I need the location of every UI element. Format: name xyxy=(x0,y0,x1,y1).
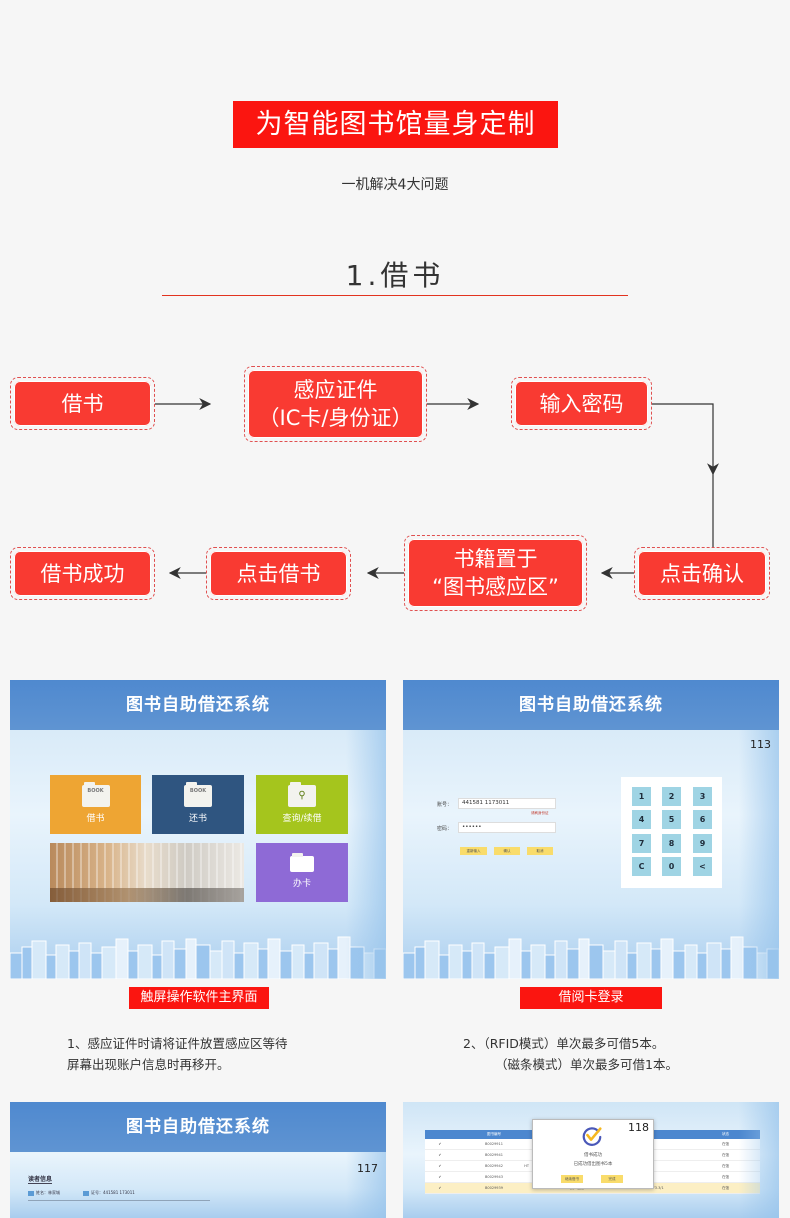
password-label: 密码： xyxy=(437,826,453,832)
numeric-keypad: 1 2 3 4 5 6 7 8 9 C 0 < xyxy=(621,777,722,888)
search-icon: ⚲ xyxy=(288,782,316,807)
account-hint: 请刷身份证 xyxy=(531,811,549,815)
flow-step-click-borrow: 点击借书 xyxy=(206,547,351,600)
system-title: 图书自助借还系统 xyxy=(403,680,779,730)
reset-button[interactable]: 重新输入 xyxy=(460,847,487,855)
flow-step-enter-password: 输入密码 xyxy=(511,377,652,430)
flow-step-label: （IC卡/身份证） xyxy=(258,406,413,430)
flow-step-click-confirm: 点击确认 xyxy=(634,547,770,600)
flow-step-label: 借书 xyxy=(61,391,104,416)
user-icon xyxy=(28,1190,34,1196)
tile-label: 借书 xyxy=(86,814,105,824)
main-menu-screen: 图书自助借还系统 BOOK 借书 BOOK 还书 ⚲ 查询/续借 办卡 xyxy=(10,680,386,979)
hero-subtitle: 一机解决4大问题 xyxy=(341,177,449,193)
book-folder-icon: BOOK xyxy=(81,782,110,807)
borrow-success-dialog: 118 借书成功 已成功借出图书5本 继续借书 完成 xyxy=(532,1119,654,1189)
flow-step-place-book: 书籍置于 “图书感应区” xyxy=(404,535,587,611)
key-7[interactable]: 7 xyxy=(632,834,651,853)
desc-left: 1、感应证件时请将证件放置感应区等待 屏幕出现账户信息时再移开。 xyxy=(67,1033,287,1075)
continue-borrow-button[interactable]: 继续借书 xyxy=(561,1175,583,1183)
book-folder-icon: BOOK xyxy=(184,782,212,807)
system-title: 图书自助借还系统 xyxy=(10,1102,386,1152)
col-header xyxy=(425,1130,455,1139)
hero-banner: 为智能图书馆量身定制 xyxy=(233,101,558,148)
books-decoration xyxy=(403,936,779,979)
confirm-button[interactable]: 确认 xyxy=(494,847,520,855)
tile-apply-card[interactable]: 办卡 xyxy=(256,843,348,902)
library-photo xyxy=(50,843,244,902)
key-backspace[interactable]: < xyxy=(693,857,712,876)
flow-arrows xyxy=(155,398,719,579)
flow-step-label: 输入密码 xyxy=(539,391,624,416)
key-6[interactable]: 6 xyxy=(693,810,712,829)
account-input[interactable]: 441581 1173011 xyxy=(458,798,556,809)
key-8[interactable]: 8 xyxy=(662,834,681,853)
flow-step-scan-card: 感应证件 （IC卡/身份证） xyxy=(244,366,427,442)
borrow-result-screen: 图书编号 状态 ✔ B0029911 在馆 ✔ B0029941 在馆 ✔ B0… xyxy=(403,1102,779,1218)
section-title: 1.借书 xyxy=(345,259,445,292)
key-clear[interactable]: C xyxy=(632,857,651,876)
section-divider xyxy=(162,295,628,296)
screen-counter: 117 xyxy=(357,1162,378,1175)
flow-step-label: 借书成功 xyxy=(40,561,125,586)
success-check-icon xyxy=(582,1127,602,1146)
flow-step-label: 感应证件 xyxy=(293,378,378,402)
dialog-title: 借书成功 xyxy=(584,1153,602,1158)
key-9[interactable]: 9 xyxy=(693,834,712,853)
tile-borrow[interactable]: BOOK 借书 xyxy=(50,775,141,834)
tile-label: 还书 xyxy=(188,814,207,824)
key-0[interactable]: 0 xyxy=(662,857,681,876)
key-4[interactable]: 4 xyxy=(632,810,651,829)
reader-info-title: 读者信息 xyxy=(28,1176,53,1184)
col-header: 状态 xyxy=(722,1132,729,1136)
tile-return[interactable]: BOOK 还书 xyxy=(152,775,244,834)
tile-label: 办卡 xyxy=(292,879,311,889)
flow-step-label: “图书感应区” xyxy=(432,575,559,599)
reader-name: 姓名：林家城 xyxy=(28,1190,60,1196)
arrow-3 xyxy=(652,403,719,476)
key-3[interactable]: 3 xyxy=(693,787,712,806)
id-card-icon xyxy=(83,1190,89,1196)
reader-card: 证号：441581 173011 xyxy=(83,1190,135,1196)
cancel-button[interactable]: 取消 xyxy=(527,847,553,855)
tile-search-renew[interactable]: ⚲ 查询/续借 xyxy=(256,775,348,834)
key-2[interactable]: 2 xyxy=(662,787,681,806)
account-label: 账号： xyxy=(437,802,453,808)
login-screen: 图书自助借还系统 113 账号： 441581 1173011 请刷身份证 密码… xyxy=(403,680,779,979)
flow-step-label: 点击借书 xyxy=(236,561,321,586)
reader-divider xyxy=(28,1200,210,1201)
reader-info-screen: 图书自助借还系统 117 读者信息 姓名：林家城 证号：441581 17301… xyxy=(10,1102,386,1218)
caption-main-interface: 触屏操作软件主界面 xyxy=(129,987,269,1009)
desc-line: 1、感应证件时请将证件放置感应区等待 xyxy=(67,1036,288,1051)
flow-step-borrow: 借书 xyxy=(10,377,155,430)
password-input[interactable]: •••••• xyxy=(458,822,556,833)
monitor-user-icon xyxy=(290,853,314,872)
key-1[interactable]: 1 xyxy=(632,787,651,806)
flow-step-borrow-success: 借书成功 xyxy=(10,547,155,600)
caption-card-login: 借阅卡登录 xyxy=(520,987,662,1009)
key-5[interactable]: 5 xyxy=(662,810,681,829)
screen-counter: 113 xyxy=(750,738,771,751)
col-header: 图书编号 xyxy=(487,1132,501,1136)
flow-step-label: 书籍置于 xyxy=(453,547,538,571)
system-title: 图书自助借还系统 xyxy=(10,680,386,730)
desc-right: 2、（RFID模式）单次最多可借5本。 （磁条模式）单次最多可借1本。 xyxy=(463,1033,678,1075)
screen-counter: 118 xyxy=(628,1121,649,1134)
books-decoration xyxy=(10,936,386,979)
desc-line: 2、（RFID模式）单次最多可借5本。 xyxy=(463,1036,665,1051)
desc-line: 屏幕出现账户信息时再移开。 xyxy=(67,1057,230,1072)
flow-step-label: 点击确认 xyxy=(660,561,744,586)
tile-label: 查询/续借 xyxy=(282,814,322,824)
desc-line: （磁条模式）单次最多可借1本。 xyxy=(495,1057,678,1072)
dialog-message: 已成功借出图书5本 xyxy=(573,1162,613,1167)
finish-button[interactable]: 完成 xyxy=(601,1175,623,1183)
